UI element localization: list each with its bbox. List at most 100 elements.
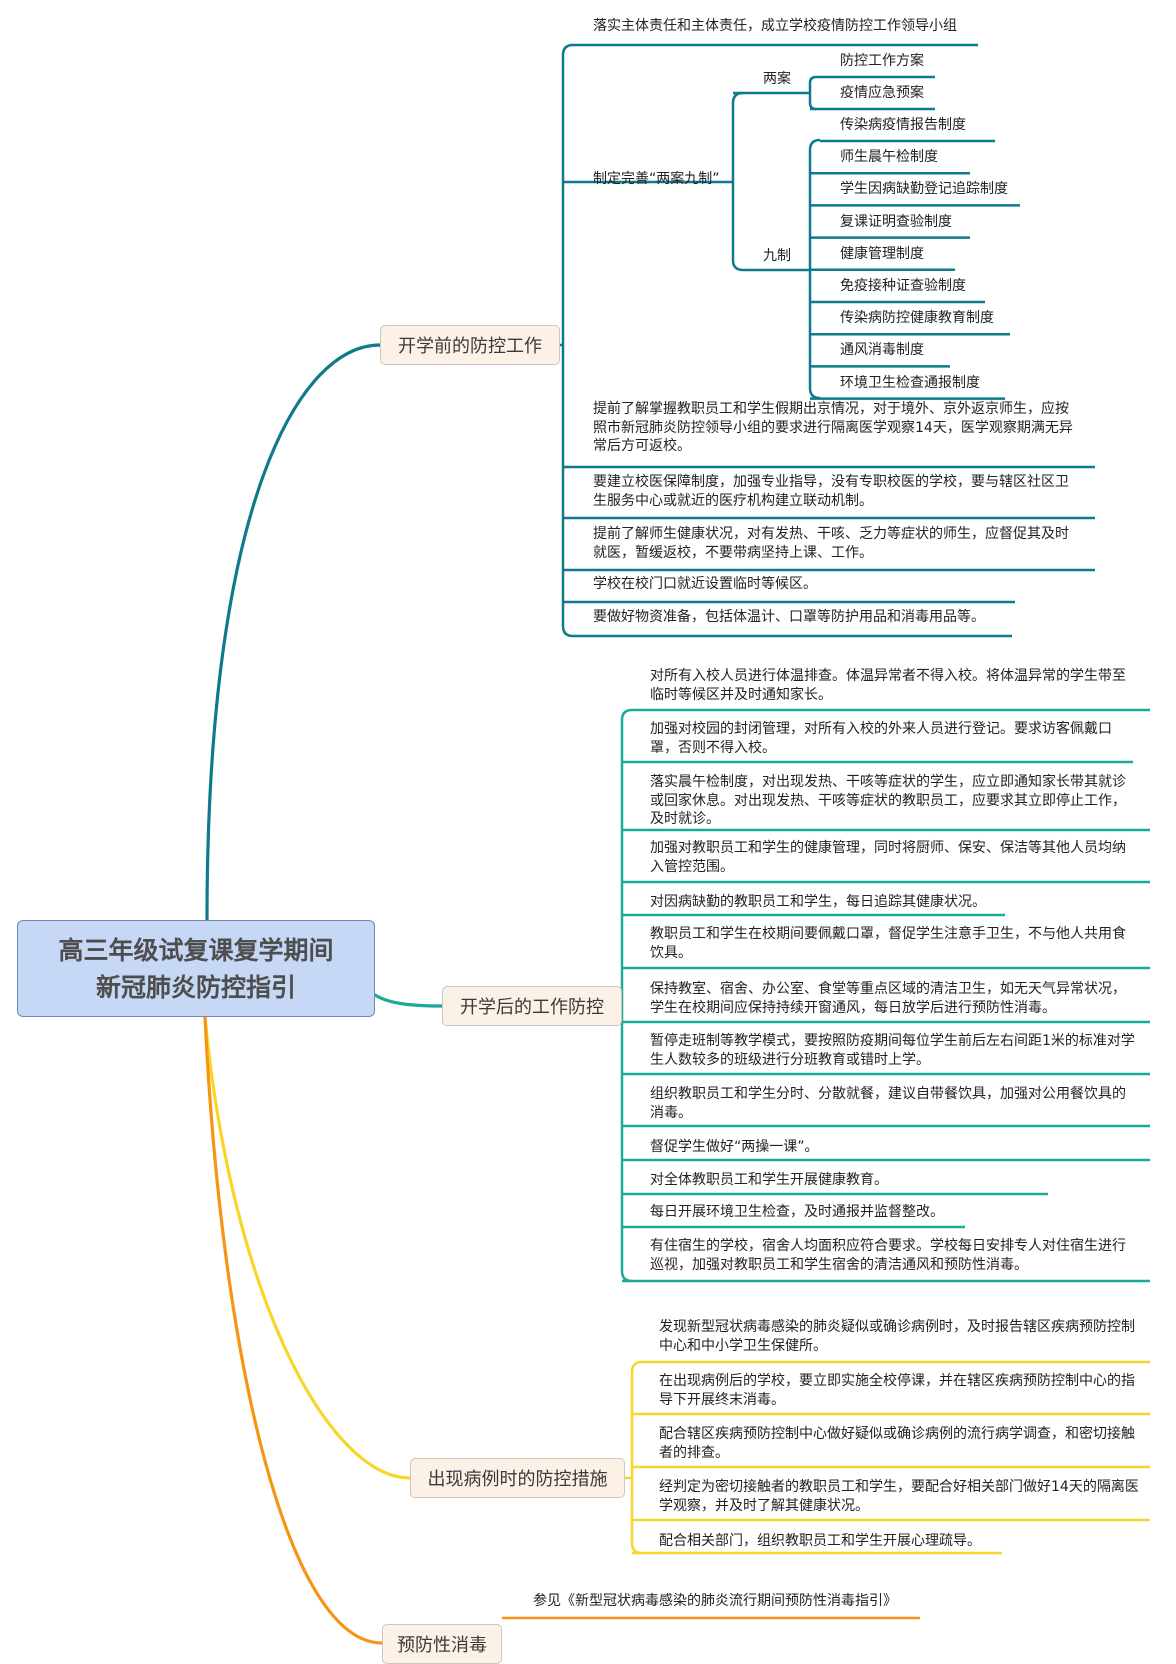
item-text-line: 加强对教职员工和学生的健康管理，同时将厨师、保安、保洁等其他人员均纳 bbox=[650, 840, 1126, 856]
branch-bracket-cases bbox=[630, 1360, 643, 1555]
after-item[interactable]: 落实晨午检制度，对出现发热、干咳等症状的学生，应立即通知家长带其就诊或回家休息。… bbox=[650, 773, 1126, 829]
item-text-line: 对因病缺勤的教职员工和学生，每日追踪其健康状况。 bbox=[650, 894, 986, 910]
rule-item[interactable]: 师生晨午检制度 bbox=[840, 149, 938, 166]
topic-after-school[interactable]: 开学后的工作防控 bbox=[442, 986, 622, 1026]
rule-item[interactable]: 复课证明查验制度 bbox=[840, 213, 952, 230]
central-topic[interactable]: 高三年级试复课复学期间 新冠肺炎防控指引 bbox=[17, 920, 375, 1017]
item-text-line: 学观察，并及时了解其健康状况。 bbox=[659, 1497, 869, 1514]
before-item[interactable]: 制定完善“两案九制” bbox=[593, 170, 720, 189]
after-item[interactable]: 对全体教职员工和学生开展健康教育。 bbox=[650, 1171, 888, 1190]
item-text-line: 生服务中心或就近的医疗机构建立联动机制。 bbox=[593, 492, 873, 509]
item-text-line: 教职员工和学生在校期间要佩戴口罩，督促学生注意手卫生，不与他人共用食 bbox=[650, 926, 1126, 942]
central-topic-line-2: 新冠肺炎防控指引 bbox=[95, 972, 296, 1002]
item-text-line: 发现新型冠状病毒感染的肺炎疑似或确诊病例时，及时报告辖区疾病预防控制 bbox=[659, 1319, 1135, 1335]
item-text-line: 入管控范围。 bbox=[650, 858, 734, 875]
case-item[interactable]: 配合辖区疾病预防控制中心做好疑似或确诊病例的流行病学调查，和密切接触者的排查。 bbox=[659, 1425, 1135, 1462]
item-text-line: 者的排查。 bbox=[659, 1444, 729, 1461]
item-text-line: 提前了解师生健康状况，对有发热、干咳、乏力等症状的师生，应督促其及时 bbox=[593, 526, 1069, 542]
disinfect-item[interactable]: 参见《新型冠状病毒感染的肺炎流行期间预防性消毒指引》 bbox=[533, 1592, 897, 1611]
item-text-line: 生人数较多的班级进行分班教育或错时上学。 bbox=[650, 1051, 930, 1068]
item-text-line: 落实主体责任和主体责任，成立学校疫情防控工作领导小组 bbox=[593, 18, 957, 34]
rule-item[interactable]: 环境卫生检查通报制度 bbox=[840, 374, 980, 391]
item-text-line: 保持教室、宿舍、办公室、食堂等重点区域的清洁卫生，如无天气异常状况， bbox=[650, 981, 1126, 997]
after-item[interactable]: 组织教职员工和学生分时、分散就餐，建议自带餐饮具，加强对公用餐饮具的消毒。 bbox=[650, 1085, 1126, 1122]
case-item[interactable]: 在出现病例后的学校，要立即实施全校停课，并在辖区疾病预防控制中心的指导下开展终末… bbox=[659, 1372, 1135, 1409]
after-item[interactable]: 督促学生做好“两操一课”。 bbox=[650, 1138, 819, 1157]
item-text-line: 学校在校门口就近设置临时等候区。 bbox=[593, 576, 817, 592]
item-text-line: 在出现病例后的学校，要立即实施全校停课，并在辖区疾病预防控制中心的指 bbox=[659, 1373, 1135, 1389]
sub-label-two-plans[interactable]: 两案 bbox=[763, 71, 791, 87]
rule-item[interactable]: 健康管理制度 bbox=[840, 245, 924, 262]
branch-curve-disinfect bbox=[203, 1015, 384, 1645]
rule-item[interactable]: 传染病疫情报告制度 bbox=[840, 117, 966, 133]
item-text-line: 就医，暂缓返校，不要带病坚持上课、工作。 bbox=[593, 544, 873, 561]
item-text-line: 消毒。 bbox=[650, 1104, 692, 1121]
case-item[interactable]: 经判定为密切接触者的教职员工和学生，要配合好相关部门做好14天的隔离医学观察，并… bbox=[659, 1478, 1139, 1515]
central-topic-line-1: 高三年级试复课复学期间 bbox=[58, 935, 334, 965]
rule-item[interactable]: 传染病防控健康教育制度 bbox=[840, 310, 994, 327]
item-text-line: 暂停走班制等教学模式，要按照防疫期间每位学生前后左右间距1米的标准对学 bbox=[650, 1033, 1135, 1049]
branch-bracket-before bbox=[561, 43, 574, 638]
branch-curve-after bbox=[373, 993, 444, 1008]
item-text-line: 或回家休息。对出现发热、干咳等症状的教职员工，应要求其立即停止工作， bbox=[650, 792, 1126, 809]
item-text-line: 常后方可返校。 bbox=[593, 438, 691, 455]
case-item[interactable]: 配合相关部门，组织教职员工和学生开展心理疏导。 bbox=[659, 1532, 981, 1551]
after-item[interactable]: 对因病缺勤的教职员工和学生，每日追踪其健康状况。 bbox=[650, 893, 986, 912]
item-text-line: 罩，否则不得入校。 bbox=[650, 739, 776, 756]
item-text-line: 导下开展终末消毒。 bbox=[659, 1391, 785, 1408]
case-item[interactable]: 发现新型冠状病毒感染的肺炎疑似或确诊病例时，及时报告辖区疾病预防控制中心和中小学… bbox=[659, 1318, 1135, 1355]
after-item[interactable]: 有住宿生的学校，宿舍人均面积应符合要求。学校每日安排专人对住宿生进行巡视，加强对… bbox=[650, 1237, 1126, 1274]
subbracket-plans bbox=[808, 75, 817, 111]
item-text-line: 落实晨午检制度，对出现发热、干咳等症状的学生，应立即通知家长带其就诊 bbox=[650, 774, 1126, 790]
branch-curve-cases bbox=[203, 1015, 412, 1480]
rule-item[interactable]: 通风消毒制度 bbox=[840, 342, 924, 359]
topic-preventive-disinfection[interactable]: 预防性消毒 bbox=[382, 1624, 502, 1664]
item-text-line: 制定完善“两案九制” bbox=[593, 171, 720, 187]
item-text-line: 对全体教职员工和学生开展健康教育。 bbox=[650, 1172, 888, 1188]
before-item[interactable]: 学校在校门口就近设置临时等候区。 bbox=[593, 575, 817, 594]
plan-item[interactable]: 防控工作方案 bbox=[840, 53, 924, 69]
before-item[interactable]: 提前了解掌握教职员工和学生假期出京情况，对于境外、京外返京师生，应按照市新冠肺炎… bbox=[593, 400, 1073, 456]
item-text-line: 参见《新型冠状病毒感染的肺炎流行期间预防性消毒指引》 bbox=[533, 1593, 897, 1609]
after-item[interactable]: 暂停走班制等教学模式，要按照防疫期间每位学生前后左右间距1米的标准对学生人数较多… bbox=[650, 1032, 1135, 1069]
after-item[interactable]: 对所有入校人员进行体温排查。体温异常者不得入校。将体温异常的学生带至临时等候区并… bbox=[650, 667, 1126, 704]
branch-curve-before bbox=[205, 343, 382, 922]
before-item[interactable]: 落实主体责任和主体责任，成立学校疫情防控工作领导小组 bbox=[593, 17, 957, 36]
item-text-line: 饮具。 bbox=[650, 944, 692, 961]
item-text-line: 配合相关部门，组织教职员工和学生开展心理疏导。 bbox=[659, 1533, 981, 1549]
after-item[interactable]: 每日开展环境卫生检查，及时通报并监督整改。 bbox=[650, 1203, 944, 1222]
subbracket-plans-rules bbox=[731, 91, 744, 272]
after-item[interactable]: 加强对教职员工和学生的健康管理，同时将厨师、保安、保洁等其他人员均纳入管控范围。 bbox=[650, 839, 1126, 876]
item-text-line: 经判定为密切接触者的教职员工和学生，要配合好相关部门做好14天的隔离医 bbox=[659, 1479, 1139, 1495]
item-text-line: 提前了解掌握教职员工和学生假期出京情况，对于境外、京外返京师生，应按 bbox=[593, 401, 1069, 417]
item-text-line: 有住宿生的学校，宿舍人均面积应符合要求。学校每日安排专人对住宿生进行 bbox=[650, 1238, 1126, 1254]
item-text-line: 中心和中小学卫生保健所。 bbox=[659, 1337, 827, 1354]
after-item[interactable]: 保持教室、宿舍、办公室、食堂等重点区域的清洁卫生，如无天气异常状况， 学生在校期间… bbox=[650, 980, 1126, 1017]
item-text-line: 对所有入校人员进行体温排查。体温异常者不得入校。将体温异常的学生带至 bbox=[650, 668, 1126, 684]
before-item[interactable]: 要建立校医保障制度，加强专业指导，没有专职校医的学校，要与辖区社区卫生服务中心或… bbox=[593, 473, 1069, 510]
topic-case-measures[interactable]: 出现病例时的防控措施 bbox=[410, 1458, 625, 1498]
item-text-line: 每日开展环境卫生检查，及时通报并监督整改。 bbox=[650, 1204, 944, 1220]
item-text-line: 配合辖区疾病预防控制中心做好疑似或确诊病例的流行病学调查，和密切接触 bbox=[659, 1426, 1135, 1442]
item-text-line: 要建立校医保障制度，加强专业指导，没有专职校医的学校，要与辖区社区卫 bbox=[593, 474, 1069, 490]
item-text-line: 要做好物资准备，包括体温计、口罩等防护用品和消毒用品等。 bbox=[593, 609, 985, 625]
item-text-line: 督促学生做好“两操一课”。 bbox=[650, 1139, 819, 1155]
before-item[interactable]: 提前了解师生健康状况，对有发热、干咳、乏力等症状的师生，应督促其及时就医，暂缓返… bbox=[593, 525, 1069, 562]
after-item[interactable]: 教职员工和学生在校期间要佩戴口罩，督促学生注意手卫生，不与他人共用食饮具。 bbox=[650, 925, 1126, 962]
item-text-line: 组织教职员工和学生分时、分散就餐，建议自带餐饮具，加强对公用餐饮具的 bbox=[650, 1086, 1126, 1102]
item-text-line: 学生在校期间应保持持续开窗通风，每日放学后进行预防性消毒。 bbox=[650, 999, 1056, 1016]
rule-item[interactable]: 学生因病缺勤登记追踪制度 bbox=[840, 181, 1008, 198]
after-item[interactable]: 加强对校园的封闭管理，对所有入校的外来人员进行登记。要求访客佩戴口罩，否则不得入… bbox=[650, 720, 1112, 757]
topic-before-school[interactable]: 开学前的防控工作 bbox=[380, 325, 560, 365]
item-text-line: 巡视，加强对教职员工和学生宿舍的清洁通风和预防性消毒。 bbox=[650, 1256, 1028, 1273]
item-text-line: 照市新冠肺炎防控领导小组的要求进行隔离医学观察14天，医学观察期满无异 bbox=[593, 419, 1073, 436]
before-item[interactable]: 要做好物资准备，包括体温计、口罩等防护用品和消毒用品等。 bbox=[593, 608, 985, 627]
item-text-line: 及时就诊。 bbox=[650, 811, 720, 828]
sub-label-nine-rules[interactable]: 九制 bbox=[763, 248, 791, 264]
item-text-line: 临时等候区并及时通知家长。 bbox=[650, 686, 832, 703]
rule-item[interactable]: 免疫接种证查验制度 bbox=[840, 278, 966, 294]
item-text-line: 加强对校园的封闭管理，对所有入校的外来人员进行登记。要求访客佩戴口 bbox=[650, 721, 1112, 737]
branch-bracket-after bbox=[620, 708, 633, 1283]
plan-item[interactable]: 疫情应急预案 bbox=[840, 85, 924, 101]
